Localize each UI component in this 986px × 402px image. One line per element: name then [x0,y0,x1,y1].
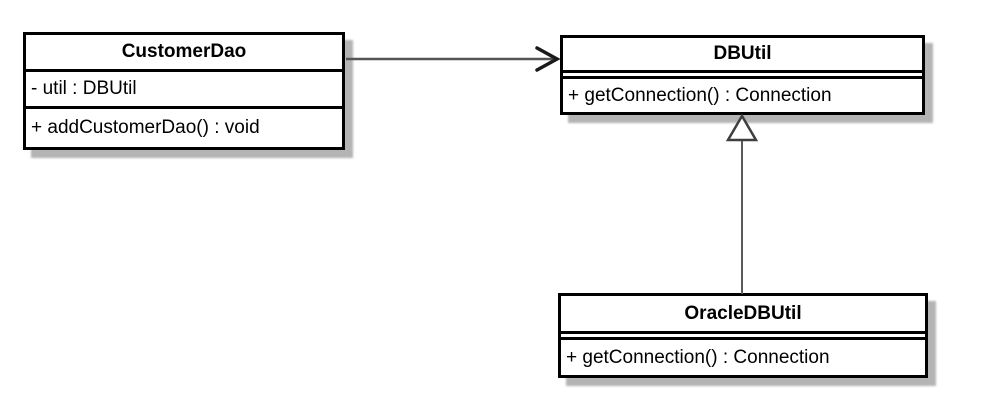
class-name-customerdao: CustomerDao [121,41,247,62]
attributes-compartment-empty [561,331,925,337]
class-box-oracledbutil: OracleDBUtil + getConnection() : Connect… [558,293,928,378]
class-box-customerdao: CustomerDao - util : DBUtil + addCustome… [23,32,345,150]
methods-compartment: + getConnection() : Connection [561,337,925,375]
open-arrowhead-icon [535,46,561,72]
methods-compartment: + addCustomerDao() : void [26,106,342,147]
attribute-util: - util : DBUtil [31,78,137,99]
association-arrow-customerdao-dbutil [346,46,561,72]
hollow-triangle-icon [725,113,759,142]
attributes-compartment: - util : DBUtil [26,69,342,106]
attributes-compartment-empty [563,70,922,76]
class-name-oracledbutil: OracleDBUtil [684,302,802,324]
class-box-dbutil: DBUtil + getConnection() : Connection [560,35,925,115]
method-getconnection: + getConnection() : Connection [568,84,832,106]
method-addcustomerdao: + addCustomerDao() : void [31,117,260,138]
method-getconnection: + getConnection() : Connection [566,346,830,368]
class-name-dbutil: DBUtil [713,43,772,64]
methods-compartment: + getConnection() : Connection [563,76,922,112]
generalization-arrow-oracledbutil-dbutil [725,113,759,294]
